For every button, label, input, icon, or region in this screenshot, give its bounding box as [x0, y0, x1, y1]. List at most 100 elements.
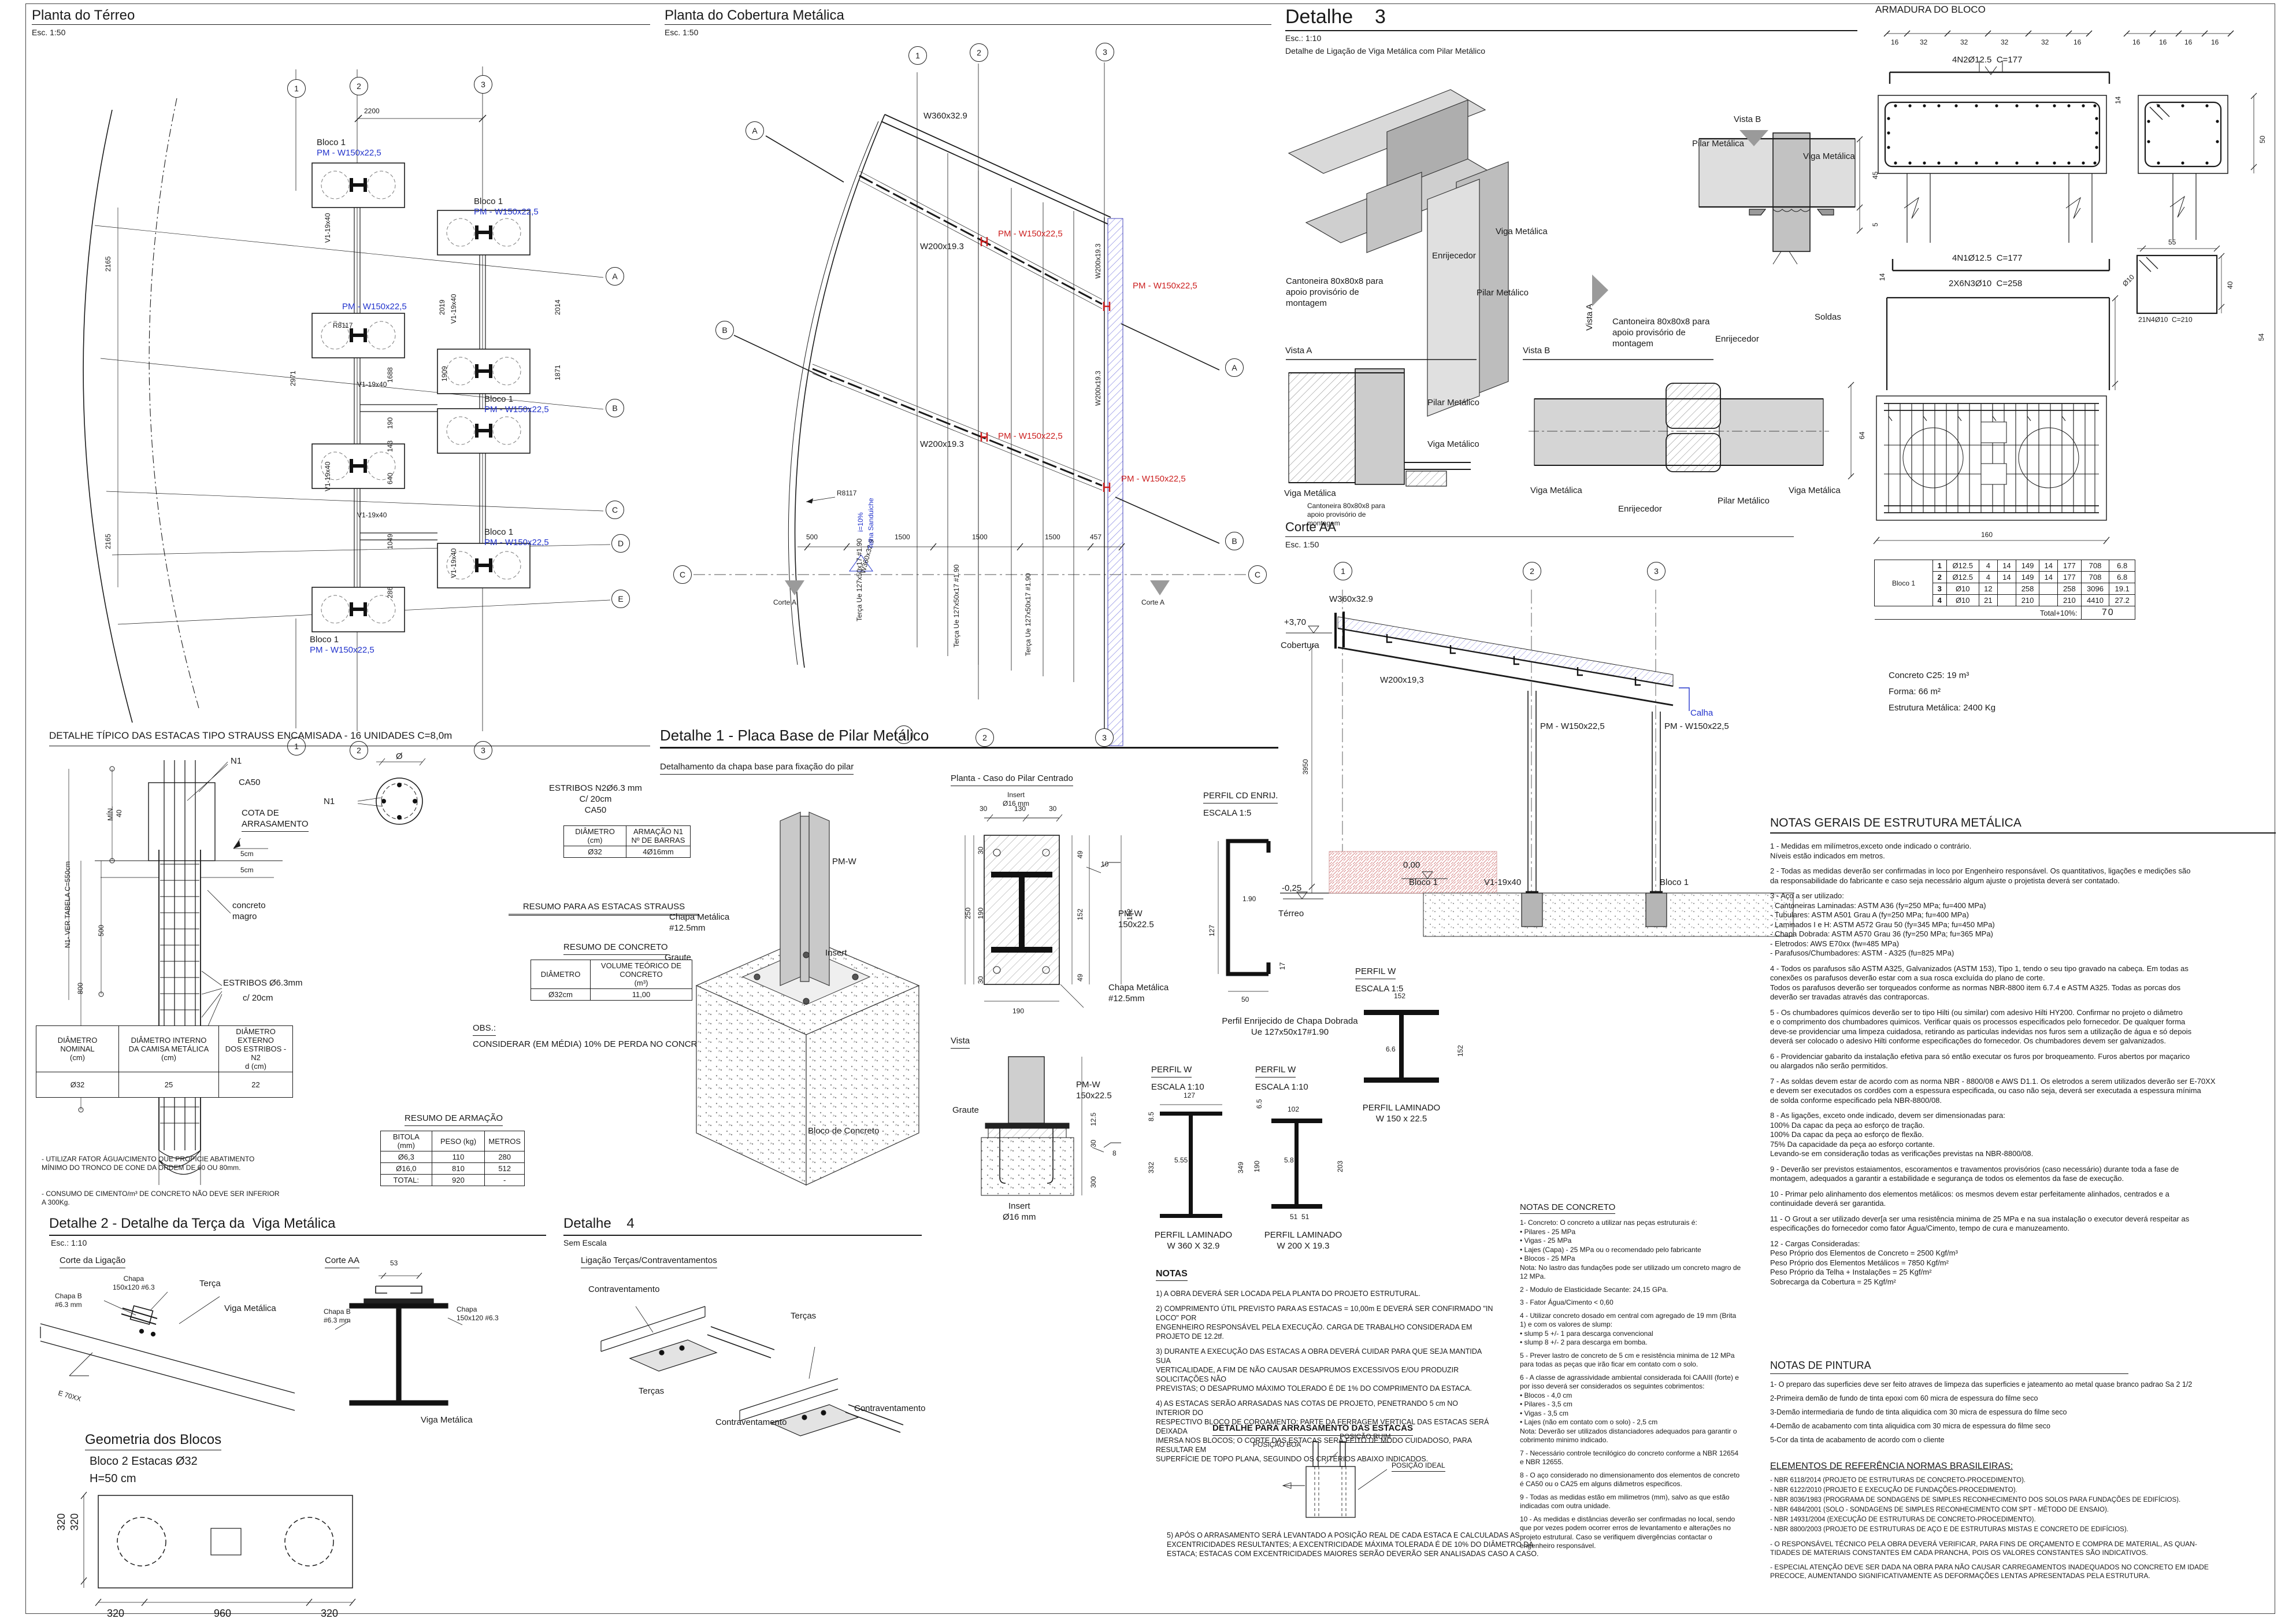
chapab-label: Chapa B #6.3 mm — [324, 1308, 351, 1324]
dim-5cm: 5cm — [240, 866, 254, 874]
detalhe2-title: Detalhe 2 - Detalhe da Terça da Viga Met… — [49, 1216, 336, 1231]
callout-B: B — [715, 321, 734, 339]
detalhe2-aa-drawing — [335, 1272, 463, 1406]
perfil-cd-drawing — [1218, 839, 1271, 992]
armadura-drawing — [1873, 30, 2257, 545]
n1-label: N1 — [324, 797, 335, 806]
enrijecedor-label: Enrijecedor — [1618, 504, 1662, 514]
dim-30: 30 — [1049, 805, 1057, 813]
posicao-boa-label: POSIÇÃO BOA — [1253, 1440, 1301, 1449]
n1-label: N1 — [231, 756, 242, 766]
pintura-2: 2-Primeira demão de fundo de tinta epoxi… — [1770, 1394, 2038, 1402]
nota-concreto-7: 7 - Necessário controle tecnilógico do c… — [1520, 1449, 1739, 1467]
dim-960: 960 — [214, 1608, 232, 1619]
grid-bubble-D: D — [611, 534, 630, 553]
grid-bubble-2: 2 — [350, 77, 368, 95]
cantoneira-label: Cantoneira 80x80x8 para apoio provisório… — [1307, 502, 1385, 527]
corte-aa-drawing — [1280, 590, 1794, 937]
nota-geral-7: 7 - As soldas devem estar de acordo com … — [1770, 1076, 2216, 1105]
dim-12-5: 12.5 — [1089, 1112, 1097, 1126]
notas-gerais-block: NOTAS GERAIS DE ESTRUTURA METÁLICA 1 - M… — [1770, 816, 2276, 1293]
nota-geral-5: 5 - Os chumbadores químicos deverão ser … — [1770, 1008, 2192, 1046]
resumo-armacao-title: RESUMO DE ARMAÇÃO — [405, 1113, 503, 1126]
dim-800: 800 — [76, 982, 84, 994]
corte-grid-1: 1 — [1334, 562, 1352, 580]
notas-concreto-title: NOTAS DE CONCRETO — [1520, 1202, 1616, 1214]
callout-A2: A — [1225, 358, 1244, 377]
dim-64: 64 — [1858, 431, 1866, 439]
dim-190: 190 — [1012, 1007, 1025, 1015]
pm-label: PM - W150x22,5 — [1664, 721, 1729, 731]
dim: 5.8 — [1284, 1156, 1294, 1164]
viga-metalica-label: Viga Metálica — [1496, 227, 1548, 236]
corte-a-label: Corte A — [773, 598, 797, 606]
detalhe4-sub: Ligação Terças/Contraventamentos — [581, 1256, 717, 1268]
bloco-label: Bloco 1 — [310, 635, 339, 645]
chapab-label: Chapa B #6.3 mm — [55, 1292, 82, 1309]
dim: 8.5 — [1147, 1112, 1155, 1121]
perfil-chapa-label: Perfil Enrijecido de Chapa Dobrada Ue 12… — [1222, 1016, 1358, 1037]
perfil-w2-esc: ESCALA 1:10 — [1255, 1082, 1308, 1092]
bloco-concreto-label: Bloco de Concreto — [808, 1126, 880, 1136]
vista-title: Vista — [951, 1036, 970, 1049]
perfil-cd-title: PERFIL CD ENRIJ. — [1203, 791, 1278, 803]
grid-bubble-B: B — [606, 399, 624, 417]
armadura-summary-1: Concreto C25: 19 m³ — [1889, 671, 1969, 680]
dim: 203 — [1336, 1160, 1344, 1172]
detalhe2-corte-drawing — [40, 1291, 295, 1411]
estribos-label: ESTRIBOS Ø6.3mm — [223, 978, 303, 988]
nota-geral-1: 1 - Medidas em milímetros,exceto onde in… — [1770, 842, 1972, 860]
dim: 127 — [1184, 1091, 1196, 1099]
dim-1500: 1500 — [972, 533, 988, 541]
grid-bubble-c2: 2 — [970, 43, 988, 62]
w200-label: W200x19,3 — [1380, 675, 1424, 685]
viga-metalico-label: Viga Metálico — [1427, 439, 1479, 449]
nota-geral-11: 11 - O Grout a ser utilizado dever[a ser… — [1770, 1214, 2190, 1233]
pm-label: PM - W150x22,5 — [484, 538, 549, 547]
chapa-label: Chapa Metálica #12.5mm — [1108, 983, 1169, 1003]
sheet-border — [25, 3, 2275, 1614]
perfil-w1-title: PERFIL W — [1151, 1065, 1192, 1077]
grid-bubble-C: C — [606, 501, 624, 519]
norma-5: - NBR 14931/2004 (EXECUÇÃO DE ESTRUTURAS… — [1770, 1516, 2036, 1523]
callout-C2: C — [1248, 565, 1267, 584]
dim-49: 49 — [1076, 850, 1084, 858]
dim: 349 — [1237, 1161, 1245, 1173]
vista-a-arrow-label: Vista A — [1585, 303, 1594, 331]
dim-14: 14 — [2114, 96, 2122, 104]
tercas-label: Terças — [791, 1311, 817, 1321]
perfil-w2-label: PERFIL LAMINADO W 200 X 19.3 — [1264, 1230, 1342, 1251]
nota-concreto-5: 5 - Prever lastro de concreto de 5 cm e … — [1520, 1351, 1735, 1369]
ca50-label: CA50 — [239, 777, 261, 787]
nota-concreto-3: 3 - Fator Água/Cimento < 0,60 — [1520, 1298, 1613, 1306]
dim-53: 53 — [390, 1259, 398, 1267]
graute-label: Graute — [665, 953, 691, 962]
nota-concreto-10: 10 - As medidas e distâncias deverão ser… — [1520, 1514, 1735, 1550]
grid-bubble-2b: 2 — [350, 741, 368, 760]
w360-label: W360x32.9 — [1329, 594, 1373, 604]
graute-label: Graute — [952, 1105, 979, 1115]
weld-8: 8 — [1112, 1149, 1117, 1157]
dim-1871: 1871 — [554, 365, 562, 380]
normas-block: ELEMENTOS DE REFERÊNCIA NORMAS BRASILEIR… — [1770, 1461, 2276, 1580]
grid-bubble-3: 3 — [474, 75, 492, 94]
perfil-w1-esc: ESCALA 1:10 — [1151, 1082, 1204, 1092]
planta-cobertura-title: Planta do Cobertura Metálica — [665, 8, 844, 23]
corte-aa-title: Corte AA — [1285, 520, 1337, 534]
viga-label: Viga Metálica — [224, 1303, 276, 1313]
normas-obs-2: - ESPECIAL ATENÇÃO DEVE SER DADA NA OBRA… — [1770, 1563, 2209, 1580]
planta-terreo-title: Planta do Térreo — [32, 8, 135, 23]
bloco-label: Bloco 1 — [484, 527, 514, 537]
pm-label: PM - W150x22,5 — [310, 645, 374, 655]
contraventamento-label: Contraventamento — [588, 1284, 660, 1294]
pilar-metalica-label: Pilar Metálica — [1692, 139, 1745, 149]
detalhe2-esc: Esc.: 1:10 — [51, 1238, 87, 1247]
grid-bubble-c3b: 3 — [1095, 728, 1114, 747]
normas-obs-1: - O RESPONSÁVEL TÉCNICO PELA OBRA DEVERÁ… — [1770, 1540, 2197, 1557]
terreo-label: Térreo — [1278, 909, 1304, 919]
callout-A: A — [745, 121, 764, 140]
geometria-title: Geometria dos Blocos — [85, 1431, 222, 1450]
vista-b-arrow-label: Vista B — [1734, 114, 1761, 124]
dim-1049: 1049 — [386, 534, 394, 549]
pm-label: PM - W150x22,5 — [474, 207, 539, 217]
